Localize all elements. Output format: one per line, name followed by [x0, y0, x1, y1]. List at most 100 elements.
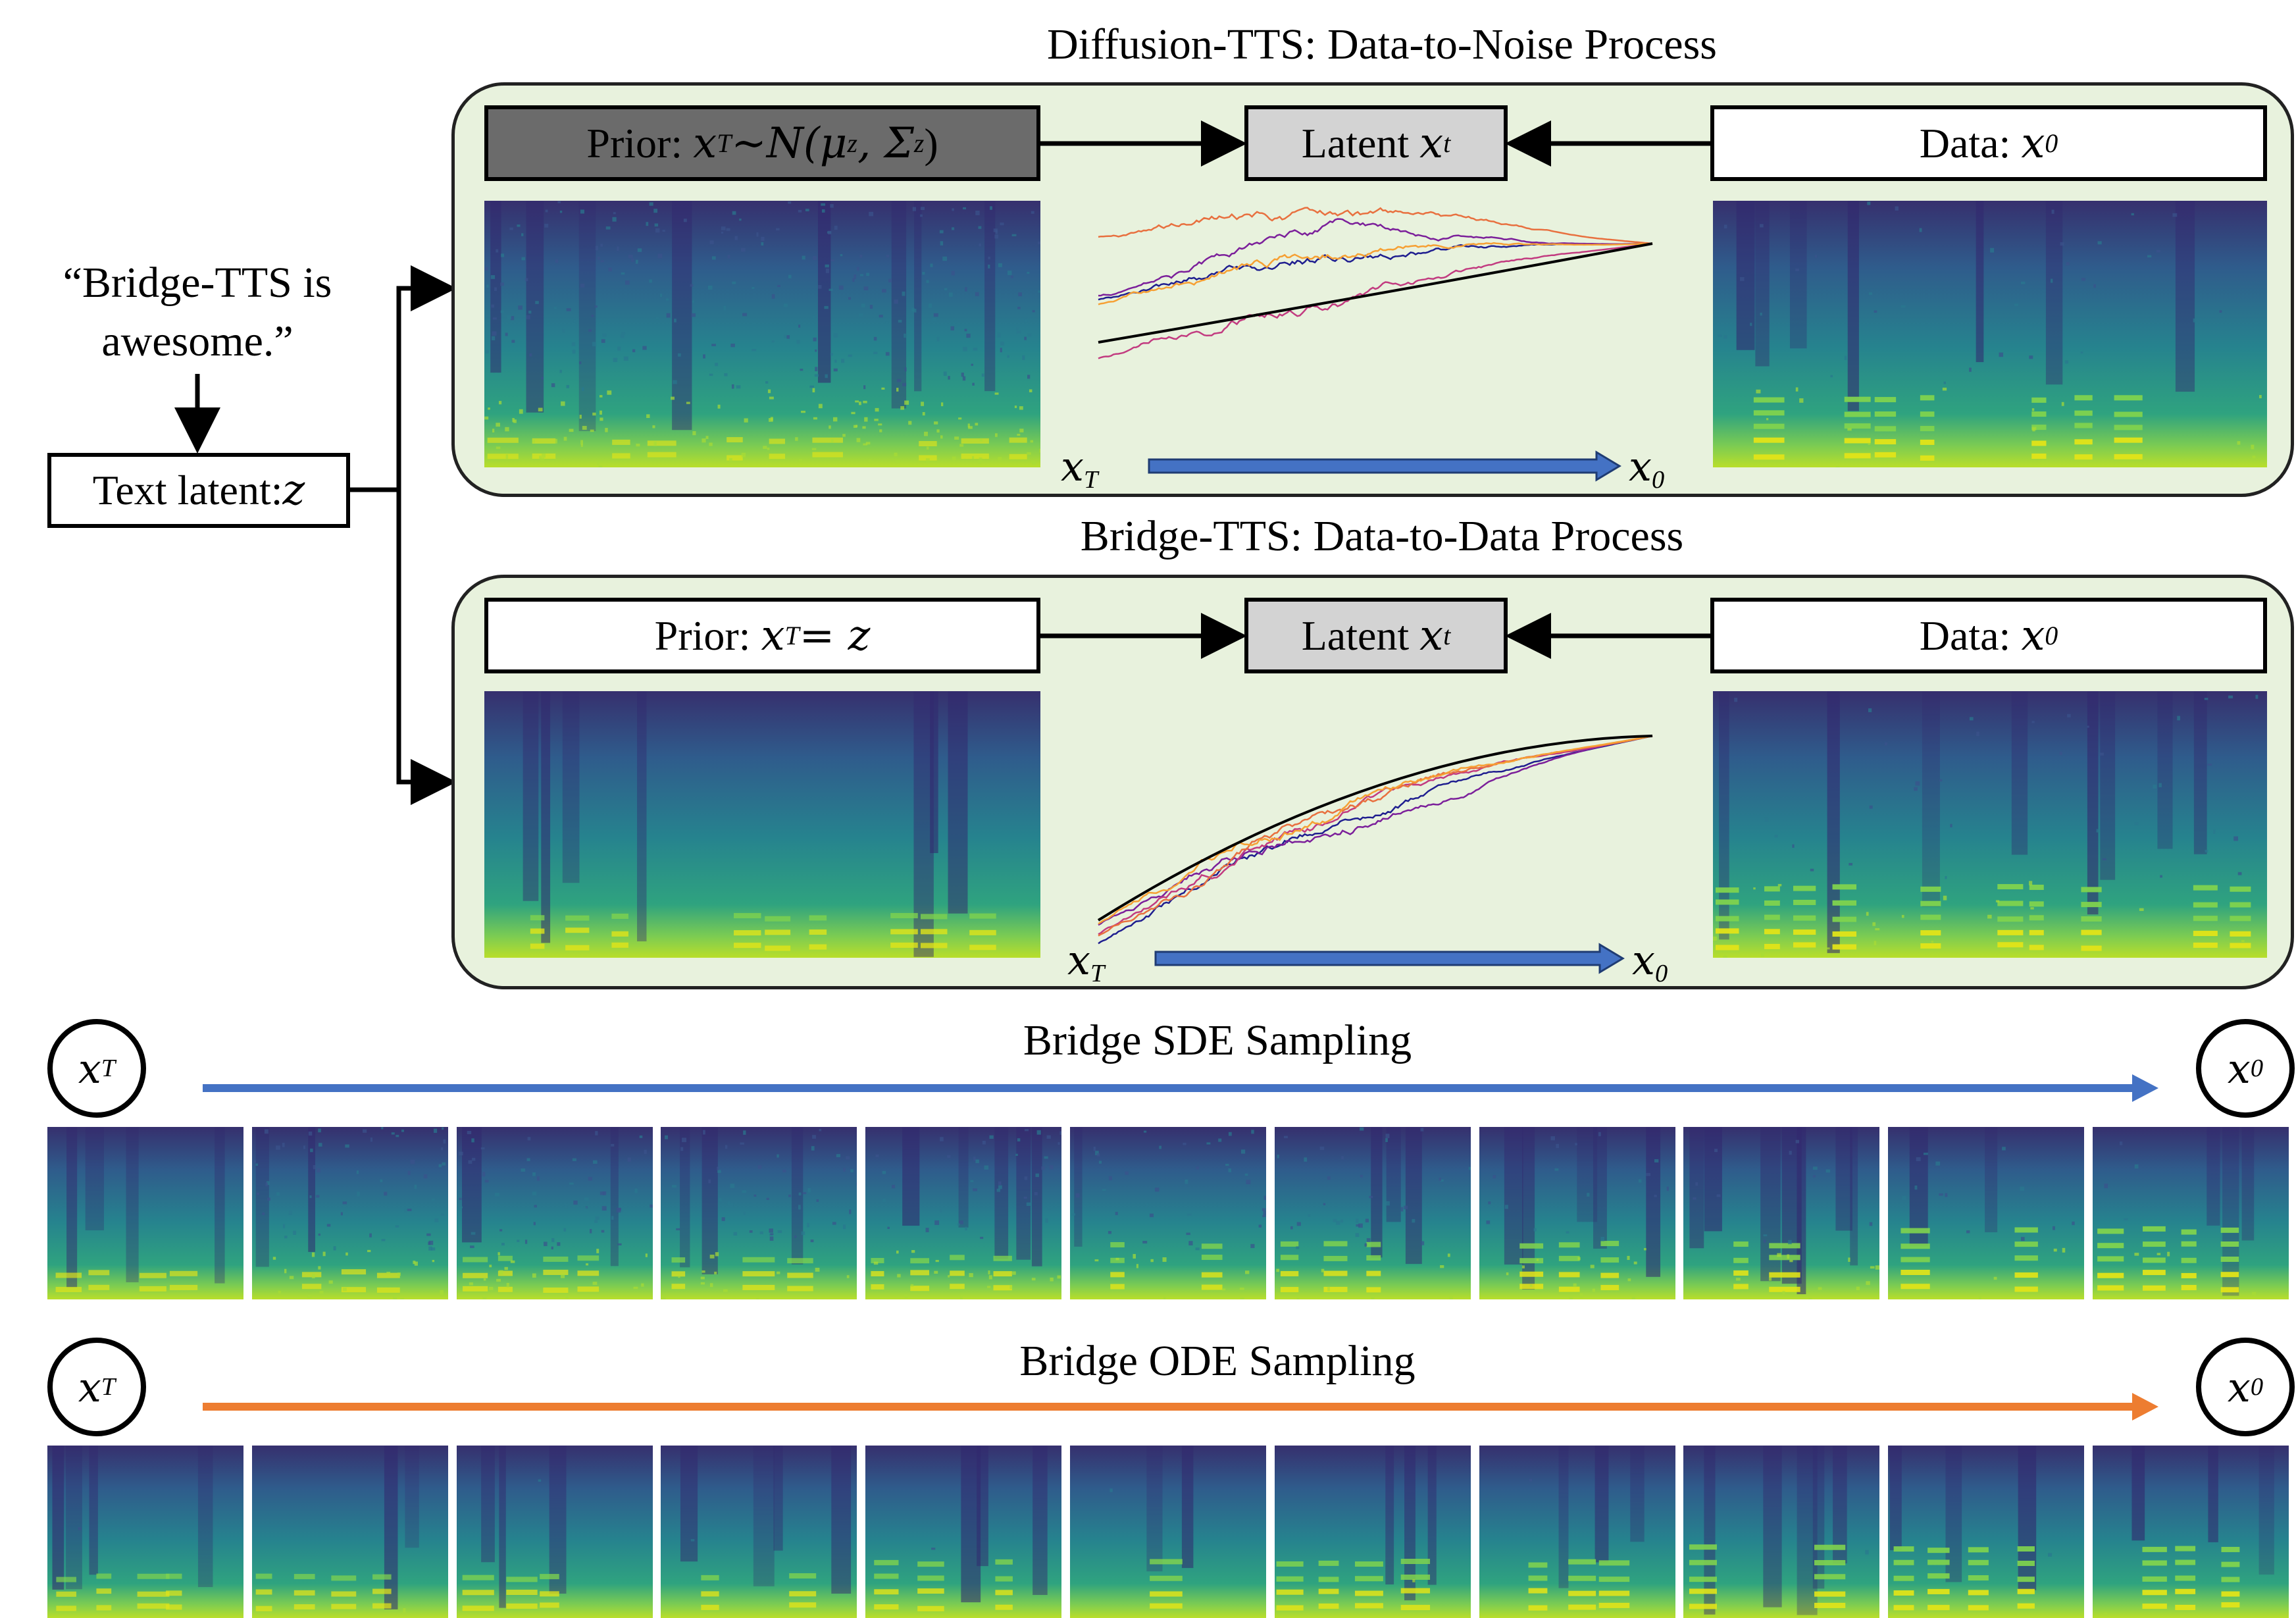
- text-latent-label: Text latent:: [92, 467, 283, 513]
- input-sentence-line1: “Bridge-TTS is: [63, 259, 332, 307]
- ode-frame: [47, 1446, 243, 1618]
- spectrogram-background: [456, 1446, 653, 1618]
- spectrogram-background: [1479, 1446, 1675, 1618]
- diffusion-prior-x: x: [693, 118, 717, 168]
- sde-frames: [47, 1127, 2296, 1299]
- bridge-start-sub: T: [1090, 959, 1105, 987]
- diffusion-trajectory-area: [1040, 120, 1710, 482]
- sde-frame: [47, 1127, 243, 1299]
- ode-start-var: x: [78, 1363, 101, 1411]
- ode-frame: [1274, 1446, 1471, 1618]
- diffusion-start-label: xT: [1061, 442, 1098, 494]
- arrow-latent-to-bridge: [396, 490, 457, 805]
- input-sentence-line2: awesome.”: [101, 317, 293, 366]
- diffusion-title: Diffusion-TTS: Data-to-Noise Process: [1047, 20, 1717, 68]
- trajectory-path: [1098, 207, 1653, 245]
- spectrogram-background: [1713, 691, 2267, 958]
- spectrogram-background: [47, 1127, 243, 1299]
- spectrogram-background: [2093, 1127, 2289, 1299]
- spectrogram-background: [1274, 1446, 1471, 1618]
- bridge-trajectories: [1097, 735, 1653, 945]
- ode-frame: [661, 1446, 857, 1618]
- sde-frame: [2093, 1127, 2289, 1299]
- spectrogram-background: [661, 1127, 857, 1299]
- sde-start-sub: T: [101, 1055, 116, 1082]
- diffusion-latent-label: Latent: [1301, 119, 1410, 167]
- trajectory-path: [1098, 735, 1653, 935]
- bridge-latent-label: Latent: [1301, 612, 1410, 659]
- sde-frame: [1274, 1127, 1471, 1299]
- left-connectors: [174, 265, 457, 805]
- ode-frame: [865, 1446, 1062, 1618]
- sde-frame: [1683, 1127, 1880, 1299]
- trajectory-path: [1098, 242, 1653, 305]
- ode-frame: [456, 1446, 653, 1618]
- bridge-end-sub: 0: [1654, 959, 1668, 987]
- spectrogram-background: [1070, 1127, 1266, 1299]
- ode-frame: [2093, 1446, 2289, 1618]
- spectrogram-background: [1713, 201, 2267, 467]
- ode-arrow-shape: [203, 1393, 2158, 1421]
- sde-arrow: [203, 1074, 2158, 1102]
- ode-start-sub: T: [101, 1373, 116, 1401]
- spectrogram-background: [251, 1446, 448, 1618]
- bridge-data-label: Data:: [1919, 612, 2011, 659]
- sde-end-sub: 0: [2250, 1055, 2264, 1082]
- ode-frame: [1683, 1446, 1880, 1618]
- diffusion-time-arrow: [1148, 450, 1621, 482]
- bridge-data-var: x: [2021, 611, 2045, 660]
- bridge-latent-var: x: [1419, 611, 1444, 660]
- sde-start-var: x: [78, 1044, 101, 1093]
- diffusion-latent-var: x: [1419, 118, 1444, 168]
- trajectory-path: [1098, 242, 1653, 359]
- diffusion-prior-x-sub: T: [717, 128, 732, 158]
- bridge-latent-sub: t: [1443, 621, 1451, 650]
- sde-frame: [661, 1127, 857, 1299]
- ode-frame: [1888, 1446, 2085, 1618]
- diffusion-data-spectrogram: [1713, 201, 2267, 467]
- mean-trajectory: [1098, 242, 1653, 344]
- bridge-start-label: xT: [1067, 936, 1104, 988]
- bridge-title: Bridge-TTS: Data-to-Data Process: [1080, 512, 1684, 560]
- ode-title: Bridge ODE Sampling: [1019, 1337, 1416, 1385]
- bridge-time-arrow: [1154, 943, 1625, 974]
- ode-end-sub: 0: [2250, 1373, 2264, 1401]
- diffusion-prior-spectrogram: [484, 201, 1040, 467]
- spectrogram-background: [484, 691, 1040, 958]
- diffusion-prior-mu-sub: z: [847, 128, 857, 158]
- input-sentence: “Bridge-TTS is awesome.”: [26, 253, 369, 371]
- diffusion-data-var: x: [2021, 118, 2045, 168]
- trajectory-path: [1098, 735, 1653, 937]
- spectrogram-background: [865, 1127, 1062, 1299]
- ode-frame: [1070, 1446, 1266, 1618]
- bridge-prior-var: x: [761, 611, 785, 660]
- sde-end-var: x: [2227, 1044, 2251, 1093]
- sde-frame: [1479, 1127, 1675, 1299]
- diffusion-prior-sigma-sub: z: [913, 128, 925, 158]
- bridge-end-label: x0: [1632, 936, 1668, 988]
- spectrogram-background: [1070, 1446, 1266, 1618]
- diffusion-data-label: Data:: [1919, 119, 2011, 167]
- sde-title: Bridge SDE Sampling: [1023, 1016, 1412, 1064]
- ode-frame: [251, 1446, 448, 1618]
- spectrogram-background: [1479, 1127, 1675, 1299]
- diffusion-prior-normal: ∼N(μ: [731, 118, 848, 168]
- ode-frame: [1479, 1446, 1675, 1618]
- trajectory-path: [1098, 735, 1653, 926]
- sde-frame: [1070, 1127, 1266, 1299]
- diffusion-latent-sub: t: [1443, 128, 1451, 158]
- sde-frame: [251, 1127, 448, 1299]
- bridge-prior-label: Prior:: [654, 612, 751, 659]
- sde-arrow-shape: [203, 1074, 2158, 1102]
- bridge-prior-spectrogram: [484, 691, 1040, 958]
- bridge-data-spectrogram: [1713, 691, 2267, 958]
- bridge-trajectory-area: [1040, 613, 1710, 974]
